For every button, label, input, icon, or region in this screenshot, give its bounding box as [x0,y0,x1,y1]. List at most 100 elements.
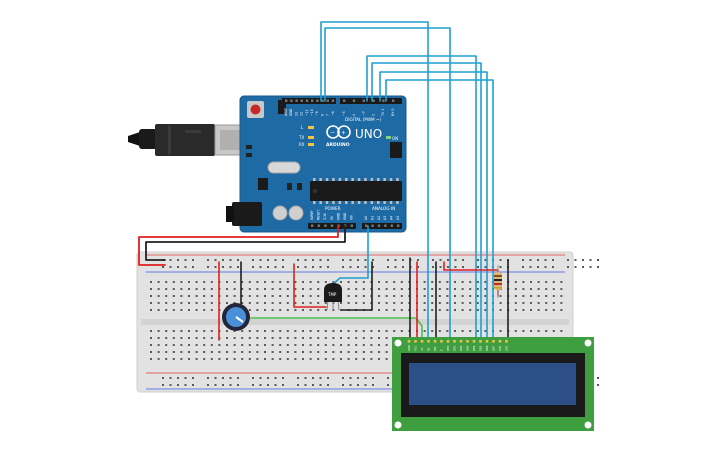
lcd-pin-label: GND [407,345,411,351]
digital-pin-label: 2 [371,114,375,116]
led-label-tx: TX [298,135,304,140]
power-pin-label: RESET [317,210,321,220]
digital-pin-label: 7 [326,114,330,116]
lcd-pin [446,340,450,343]
lcd-pin-label: DB3 [466,345,470,351]
led-label-l: L [301,125,304,130]
lcd-pin [433,340,437,343]
wire-pin5-db4 [366,55,477,345]
wire-pin4-db5 [371,62,482,345]
lcd-pin-label: E [440,349,444,351]
digital-pin-label: AREF [284,108,288,116]
digital-pin-label: 13 [294,112,298,116]
lcd-pin-label: DB2 [459,345,463,351]
digital-pin-label: 8 [320,114,324,116]
svg-text:+: + [341,130,346,137]
lcd-pin-label: VCC [414,345,418,351]
lcd-pin-label: LED [505,346,509,351]
wire-pin11-e [324,27,451,345]
board-model: UNO [355,127,382,141]
analog-pin-label: A0 [364,216,368,220]
power-pin-label: Vin [350,215,354,220]
board-brand: ARDUINO [326,142,350,148]
temperature-sensor: TMP [324,283,342,311]
lcd-pin [420,340,424,343]
power-pin-label: GND [343,212,347,220]
power-jack [232,202,262,226]
digital-pin-label: TX 1 [381,109,385,117]
sensor-label: TMP [327,292,337,297]
digital-pin-label: RX 0 [391,109,395,116]
lcd-pin-label: RW [433,346,437,351]
status-leds: L TX RX ON [298,125,398,147]
analog-label: ANALOG IN [372,206,395,211]
on-label: ON [392,136,398,141]
digital-header-label: DIGITAL (PWM ~) [345,117,381,122]
digital-pin-label: ~6 [331,111,335,116]
lcd-pin [505,340,508,343]
digital-pin-label: ~10 [310,109,314,116]
lcd-pin [453,340,456,343]
digital-pin-label: ~5 [342,111,346,116]
reset-button[interactable] [250,104,261,115]
svg-text:−: − [330,129,335,136]
analog-pin-label: A4 [390,216,394,220]
led-label-rx: RX [299,142,305,147]
lcd-pin [407,340,411,343]
lcd-pin [492,340,495,343]
microcontroller-chip [310,178,402,204]
wire-a0-sensor [331,225,369,286]
lcd-pin-label: DB4 [472,345,476,351]
wire-gnd-rail [145,225,346,261]
lcd-pin [414,340,417,343]
lcd-pin [485,340,489,343]
usb-cable [128,124,246,156]
lcd-pin-label: RS [427,347,431,351]
digital-pin-label: 4 [352,114,356,116]
wire-pin12-rs [320,21,429,345]
digital-pin-label: GND [289,108,293,116]
wire-sensor-power [293,263,327,308]
wire-sensor-ground [341,261,373,311]
digital-pin-label: ~9 [315,111,319,116]
power-pin-label: IOREF [310,210,314,220]
lcd-pin [498,340,502,343]
lcd-pin-label: DB6 [485,345,489,351]
wire-contrast [249,317,423,345]
lcd-pin [472,340,476,343]
analog-pin-label: A2 [377,216,381,220]
lcd-pin [479,340,482,343]
lcd-pin [427,340,430,343]
power-pin-label: 5V [330,215,334,220]
lcd-pin [466,340,469,343]
lcd-pin-label: DB7 [492,345,496,351]
analog-pin-label: A3 [383,216,387,220]
lcd-pin [459,340,463,343]
power-pin-label: 3.3V [323,212,327,220]
arduino-logo: − + [326,125,351,139]
lcd-pin-label: DB1 [453,345,457,351]
lcd-pin-label: V0 [420,347,424,351]
digital-pin-label: ~11 [305,109,309,116]
lcd-pin-label: LED [498,346,502,351]
lcd-screen [409,363,576,405]
analog-pin-label: A5 [396,216,400,220]
resistor [494,265,502,298]
wire-pin3-db6 [379,71,488,345]
potentiometer[interactable] [222,303,250,331]
lcd-pin-label: DB5 [479,345,483,351]
power-label: POWER [325,206,341,211]
wire-pin2-db7 [385,79,494,345]
lcd-pin [440,340,443,343]
digital-pin-label: ~3 [362,111,366,116]
power-pin-label: GND [336,212,340,220]
wire-5v-rail [138,225,339,266]
digital-pin-label: 12 [300,112,304,116]
lcd-pin-label: DB0 [446,345,450,351]
